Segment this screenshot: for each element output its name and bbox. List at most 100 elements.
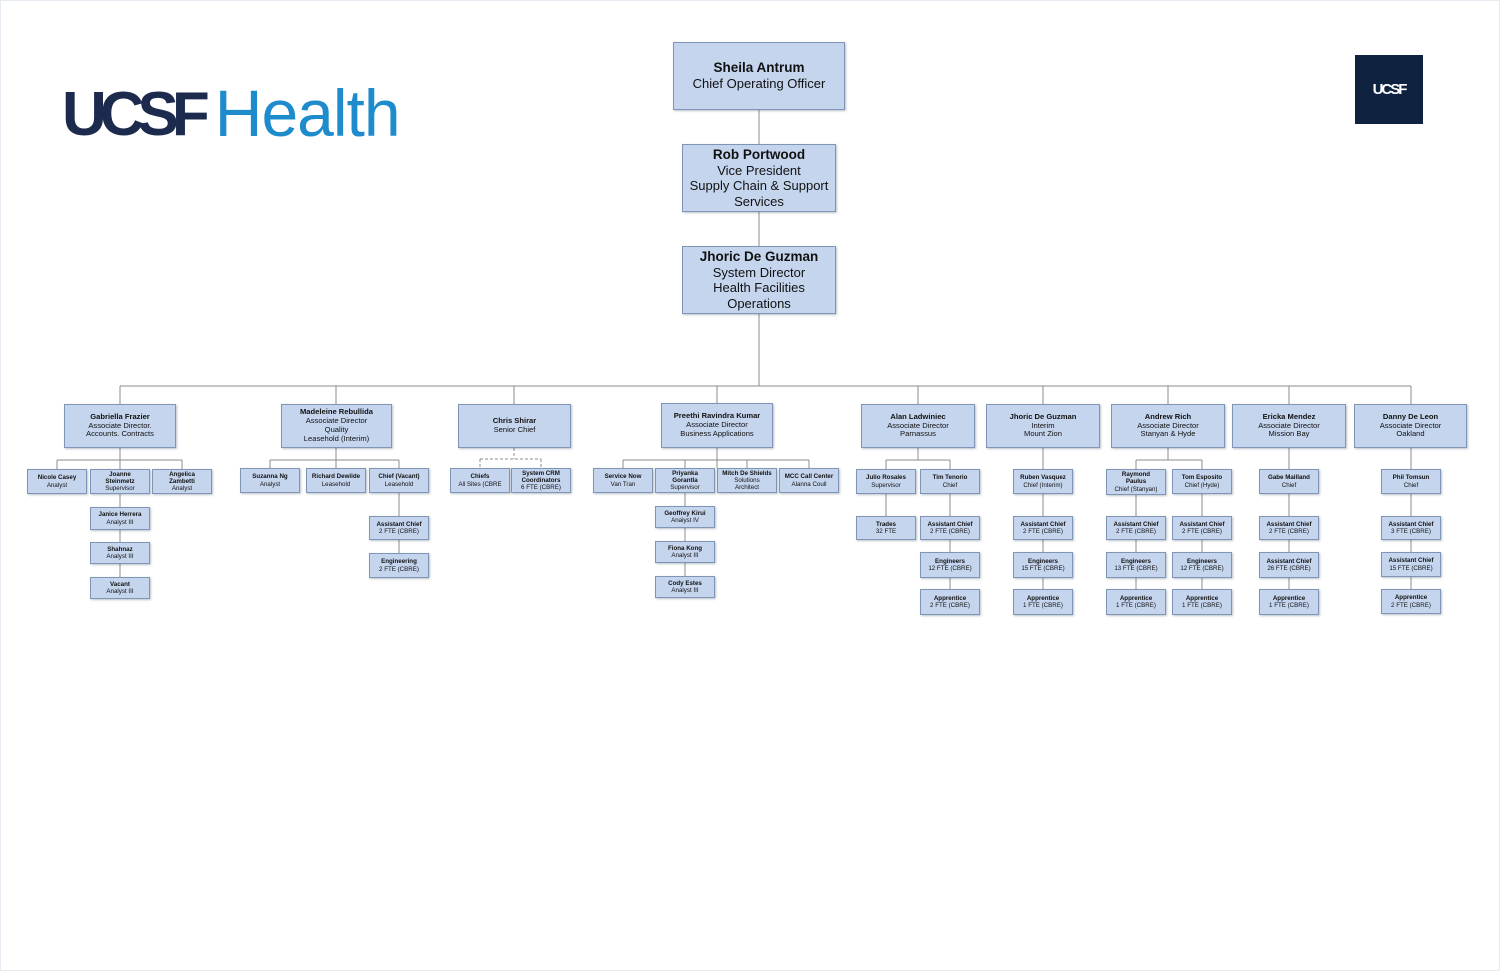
node-vp: Rob Portwood Vice President Supply Chain… — [682, 144, 836, 212]
node-missionbay-assistant-chief: Assistant Chief 2 FTE (CBRE) — [1259, 516, 1319, 540]
node-title: Chief (Stanyan) — [1114, 485, 1158, 493]
node-casey: Nicole Casey Analyst — [27, 469, 87, 494]
node-estes: Cody Estes Analyst III — [655, 576, 715, 598]
node-name: Julio Rosales — [866, 474, 906, 482]
node-stanyan-apprentice: Apprentice 1 FTE (CBRE) — [1106, 589, 1166, 615]
node-name: Chief (Vacant) — [378, 473, 420, 481]
node-name: Apprentice — [1272, 594, 1306, 602]
node-tenorio: Tim Tenorio Chief — [920, 469, 980, 494]
node-title: Leasehold — [384, 480, 414, 488]
node-title: Associate Director Oakland — [1379, 420, 1442, 439]
node-name: Apprentice — [1394, 594, 1428, 602]
node-name: Assistant Chief — [1388, 557, 1434, 565]
node-hyde-apprentice: Apprentice 1 FTE (CBRE) — [1172, 589, 1232, 615]
node-title: 32 FTE — [875, 528, 897, 535]
node-mcc-call-center: MCC Call Center Alanna Coull — [779, 468, 839, 493]
node-crm-coordinators: System CRM Coordinators 6 FTE (CBRE) — [511, 468, 571, 493]
node-name: Sheila Antrum — [713, 60, 805, 76]
node-title: Analyst III — [671, 587, 699, 594]
node-system-director: Jhoric De Guzman System Director Health … — [682, 246, 836, 314]
node-name: Cody Estes — [668, 579, 702, 587]
node-name: Angelica Zambetti — [169, 470, 195, 485]
node-title: 26 FTE (CBRE) — [1267, 565, 1311, 572]
node-title: Chief — [1403, 481, 1419, 489]
node-title: Van Tran — [610, 480, 636, 488]
node-title: Supervisor — [105, 485, 135, 493]
node-hyde-engineers: Engineers 12 FTE (CBRE) — [1172, 552, 1232, 578]
node-herrera: Janice Herrera Analyst III — [90, 507, 150, 530]
node-title: Chief — [1281, 481, 1297, 489]
node-name: Janice Herrera — [98, 511, 142, 519]
node-kirui: Geoffrey Kirui Analyst IV — [655, 506, 715, 528]
node-name: Apprentice — [1185, 594, 1219, 602]
node-missionbay-apprentice: Apprentice 1 FTE (CBRE) — [1259, 589, 1319, 615]
node-title: Associate Director Stanyan & Hyde — [1137, 420, 1199, 439]
node-title: Analyst III — [671, 552, 699, 559]
node-name: Chiefs — [470, 473, 490, 481]
node-name: Trades — [876, 520, 896, 528]
node-chief-vacant: Chief (Vacant) Leasehold — [369, 468, 429, 493]
node-title: Chief (Interim) — [1023, 481, 1063, 489]
node-name: Danny De Leon — [1382, 411, 1439, 421]
node-title: 1 FTE (CBRE) — [1023, 602, 1063, 609]
node-title: Analyst III — [106, 588, 134, 595]
node-deguzman-mountzion: Jhoric De Guzman Interim Mount Zion — [986, 404, 1100, 448]
node-title: Vice President Supply Chain & Support Se… — [689, 162, 829, 209]
node-zambetti: Angelica Zambetti Analyst — [152, 469, 212, 494]
node-esposito: Tom Esposito Chief (Hyde) — [1172, 469, 1232, 494]
node-title: Associate Director Business Applications — [680, 420, 754, 438]
node-frazier: Gabriella Frazier Associate Director. Ac… — [64, 404, 176, 448]
node-parnassus-apprentice: Apprentice 2 FTE (CBRE) — [920, 589, 980, 615]
node-title: 2 FTE (CBRE) — [930, 528, 970, 535]
node-title: 1 FTE (CBRE) — [1269, 602, 1309, 609]
node-oakland-apprentice: Apprentice 2 FTE (CBRE) — [1381, 589, 1441, 614]
node-title: 2 FTE (CBRE) — [1023, 528, 1063, 535]
node-name: Assistant Chief — [1113, 520, 1159, 528]
node-deshields: Mitch De Shields Solutions Architect — [717, 468, 777, 493]
node-title: Analyst III — [106, 518, 134, 526]
logo-health-text: Health — [214, 76, 401, 150]
node-name: Jhoric De Guzman — [1009, 411, 1077, 421]
node-title: 2 FTE (CBRE) — [930, 602, 970, 609]
node-vasquez: Ruben Vasquez Chief (Interim) — [1013, 469, 1073, 494]
node-title: 1 FTE (CBRE) — [1182, 602, 1222, 609]
node-title: 3 FTE (CBRE) — [1391, 528, 1431, 535]
node-kumar: Preethi Ravindra Kumar Associate Directo… — [661, 403, 773, 448]
node-dewilde: Richard Dewilde Leasehold — [306, 468, 366, 493]
node-name: Fiona Kong — [667, 544, 703, 552]
node-name: Engineers — [1121, 557, 1151, 565]
node-ladwiniec: Alan Ladwiniec Associate Director Parnas… — [861, 404, 975, 448]
node-name: Assistant Chief — [376, 520, 422, 528]
node-name: Gabriella Frazier — [90, 411, 150, 421]
node-title: 2 FTE (CBRE) — [1182, 528, 1222, 535]
node-title: 2 FTE (CBRE) — [379, 565, 419, 573]
node-steinmetz: Joanne Steinmetz Supervisor — [90, 469, 150, 494]
node-name: Nicole Casey — [37, 474, 77, 482]
node-ng: Suzanna Ng Analyst — [240, 468, 300, 493]
node-name: Madeleine Rebullida — [299, 407, 373, 417]
node-name: Preethi Ravindra Kumar — [673, 411, 761, 421]
node-title: 13 FTE (CBRE) — [1114, 565, 1158, 572]
node-title: 1 FTE (CBRE) — [1116, 602, 1156, 609]
node-title: Analyst — [46, 481, 68, 489]
node-oakland-assistant-chief: Assistant Chief 3 FTE (CBRE) — [1381, 516, 1441, 540]
node-name: Gabe Mailland — [1268, 474, 1310, 482]
node-name: Alan Ladwiniec — [890, 411, 946, 421]
node-stanyan-assistant-chief: Assistant Chief 2 FTE (CBRE) — [1106, 516, 1166, 540]
node-mountzion-engineers: Engineers 15 FTE (CBRE) — [1013, 552, 1073, 578]
node-title: Associate Director. Accounts. Contracts — [86, 420, 154, 439]
node-title: 2 FTE (CBRE) — [1269, 528, 1309, 535]
node-oakland-assistant-chief-2: Assistant Chief 15 FTE (CBRE) — [1381, 552, 1441, 577]
node-name: Shahnaz — [107, 545, 133, 553]
node-name: Ruben Vasquez — [1020, 474, 1066, 482]
node-title: Analyst — [259, 480, 281, 488]
node-title: Supervisor — [871, 481, 901, 489]
node-hyde-assistant-chief: Assistant Chief 2 FTE (CBRE) — [1172, 516, 1232, 540]
node-title: 15 FTE (CBRE) — [1389, 564, 1433, 572]
node-title: Solutions Architect — [734, 476, 760, 492]
logo-ucsf-text: UCSF — [62, 80, 210, 149]
node-title: Analyst IV — [671, 517, 699, 524]
node-name: Mitch De Shields — [722, 469, 772, 477]
node-name: Joanne Steinmetz — [105, 470, 135, 485]
